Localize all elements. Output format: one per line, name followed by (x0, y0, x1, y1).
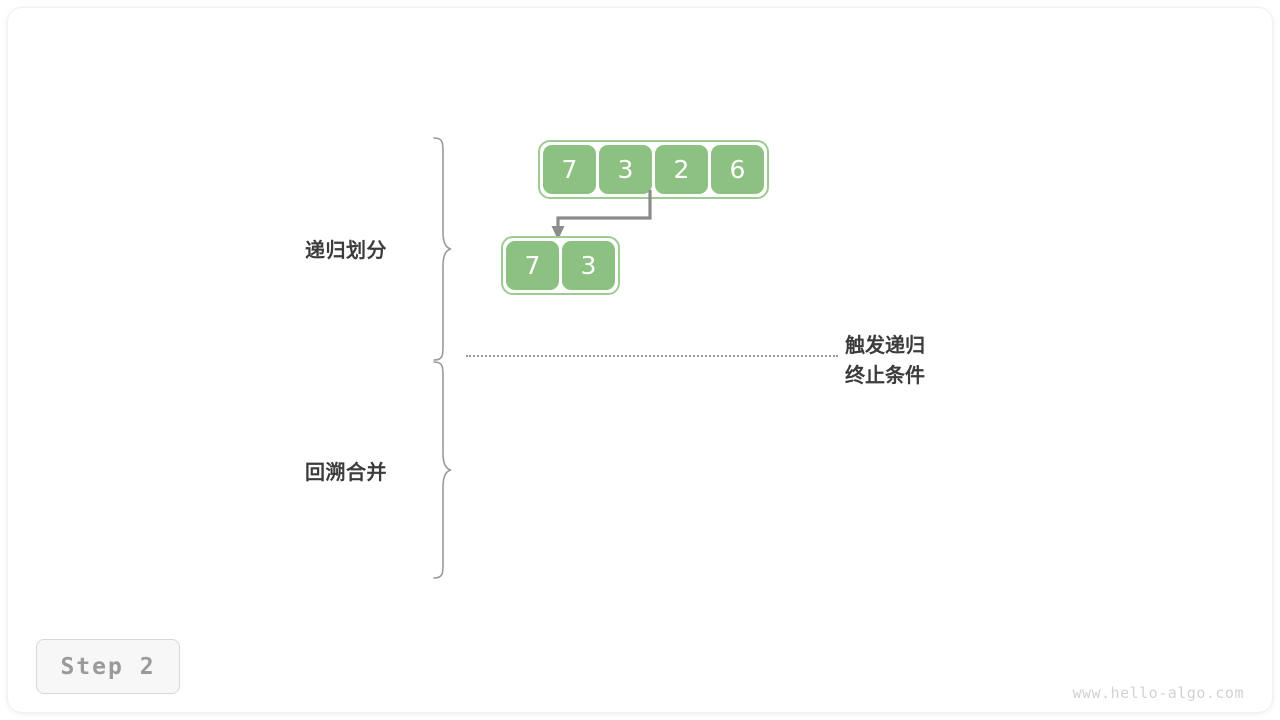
array-cell: 3 (562, 241, 615, 290)
split-arrow-icon (551, 190, 652, 240)
base-case-note-line1: 触发递归 (845, 335, 925, 357)
array-cell: 3 (599, 145, 652, 194)
base-case-note-line2: 终止条件 (845, 365, 925, 387)
array-cell: 7 (543, 145, 596, 194)
array-left: 7 3 (501, 236, 620, 295)
page-frame (8, 8, 1272, 712)
watermark: www.hello-algo.com (1072, 684, 1244, 702)
section-label-merge: 回溯合并 (305, 462, 387, 484)
section-label-divide: 递归划分 (305, 240, 387, 262)
base-case-note: 触发递归 终止条件 (845, 331, 925, 391)
array-top: 7 3 2 6 (538, 140, 769, 199)
array-cell: 6 (711, 145, 764, 194)
array-cell: 2 (655, 145, 708, 194)
curly-brace-divide (433, 137, 452, 361)
curly-brace-merge (433, 361, 452, 579)
array-cell: 7 (506, 241, 559, 290)
step-badge: Step 2 (36, 639, 180, 694)
recursion-base-case-divider (466, 355, 838, 357)
